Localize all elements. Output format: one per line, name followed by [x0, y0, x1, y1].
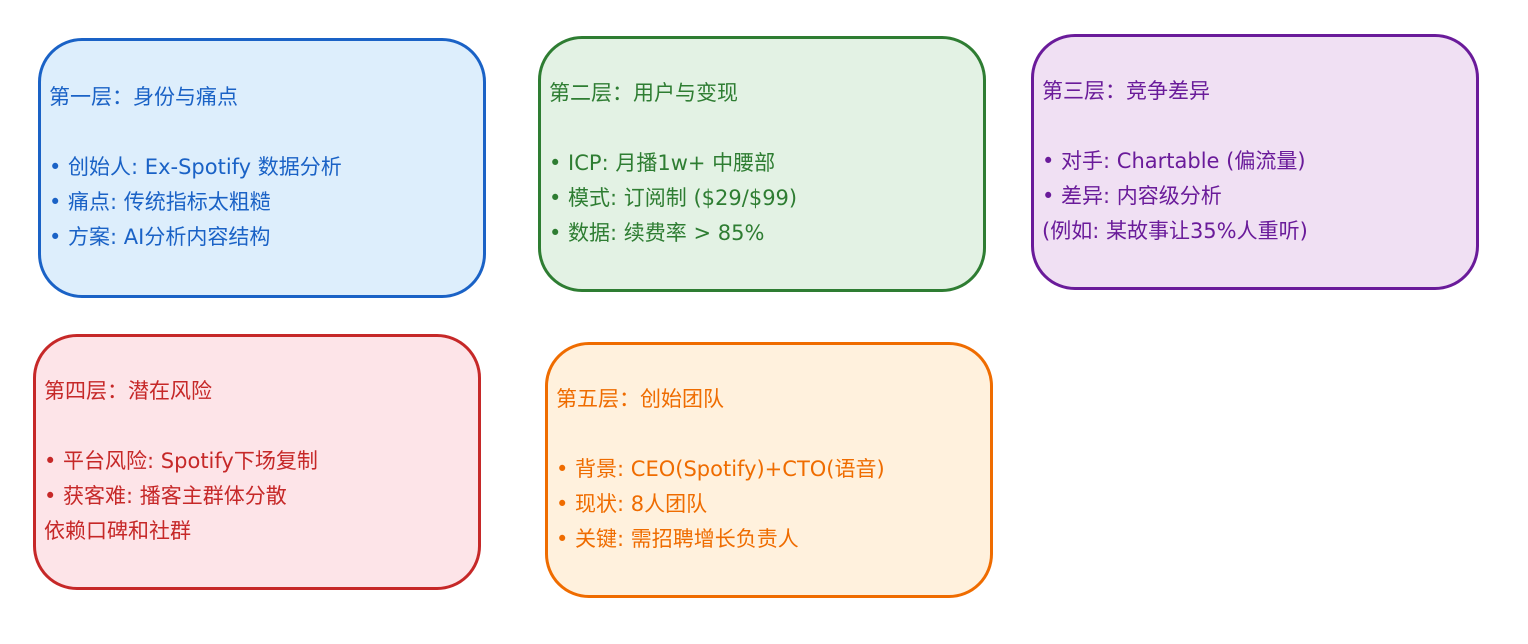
bullet-line: • 关键: 需招聘增长负责人: [556, 526, 799, 551]
bullet-line: • 对手: Chartable (偏流量): [1042, 148, 1306, 173]
bullet-line: • 获客难: 播客主群体分散: [44, 483, 287, 508]
layer-2-users-monetization-box: 第二层：用户与变现 • ICP: 月播1w+ 中腰部 • 模式: 订阅制 ($2…: [538, 36, 986, 292]
bullet-line: • 创始人: Ex-Spotify 数据分析: [49, 154, 342, 179]
layer-title: 第二层：用户与变现: [549, 80, 738, 105]
layer-title: 第一层：身份与痛点: [49, 84, 238, 109]
bullet-line: • 背景: CEO(Spotify)+CTO(语音): [556, 456, 885, 481]
bullet-line: • 痛点: 传统指标太粗糙: [49, 189, 271, 214]
bullet-line: • 现状: 8人团队: [556, 491, 708, 516]
layer-title: 第四层：潜在风险: [44, 378, 212, 403]
bullet-line: • 差异: 内容级分析: [1042, 183, 1222, 208]
layer-4-risks-box: 第四层：潜在风险 • 平台风险: Spotify下场复制 • 获客难: 播客主群…: [33, 334, 481, 590]
layer-title: 第五层：创始团队: [556, 386, 724, 411]
bullet-line: • 方案: AI分析内容结构: [49, 224, 271, 249]
layer-3-competition-box: 第三层：竞争差异 • 对手: Chartable (偏流量) • 差异: 内容级…: [1031, 34, 1479, 290]
layer-1-identity-pain-box: 第一层：身份与痛点 • 创始人: Ex-Spotify 数据分析 • 痛点: 传…: [38, 38, 486, 298]
bullet-line: 依赖口碑和社群: [44, 518, 191, 543]
layer-5-founding-team-box: 第五层：创始团队 • 背景: CEO(Spotify)+CTO(语音) • 现状…: [545, 342, 993, 598]
bullet-line: • ICP: 月播1w+ 中腰部: [549, 150, 776, 175]
bullet-line: • 模式: 订阅制 ($29/$99): [549, 185, 798, 210]
layer-title: 第三层：竞争差异: [1042, 78, 1210, 103]
bullet-line: • 平台风险: Spotify下场复制: [44, 448, 318, 473]
bullet-line: • 数据: 续费率 > 85%: [549, 220, 765, 245]
bullet-line: (例如: 某故事让35%人重听): [1042, 218, 1308, 243]
